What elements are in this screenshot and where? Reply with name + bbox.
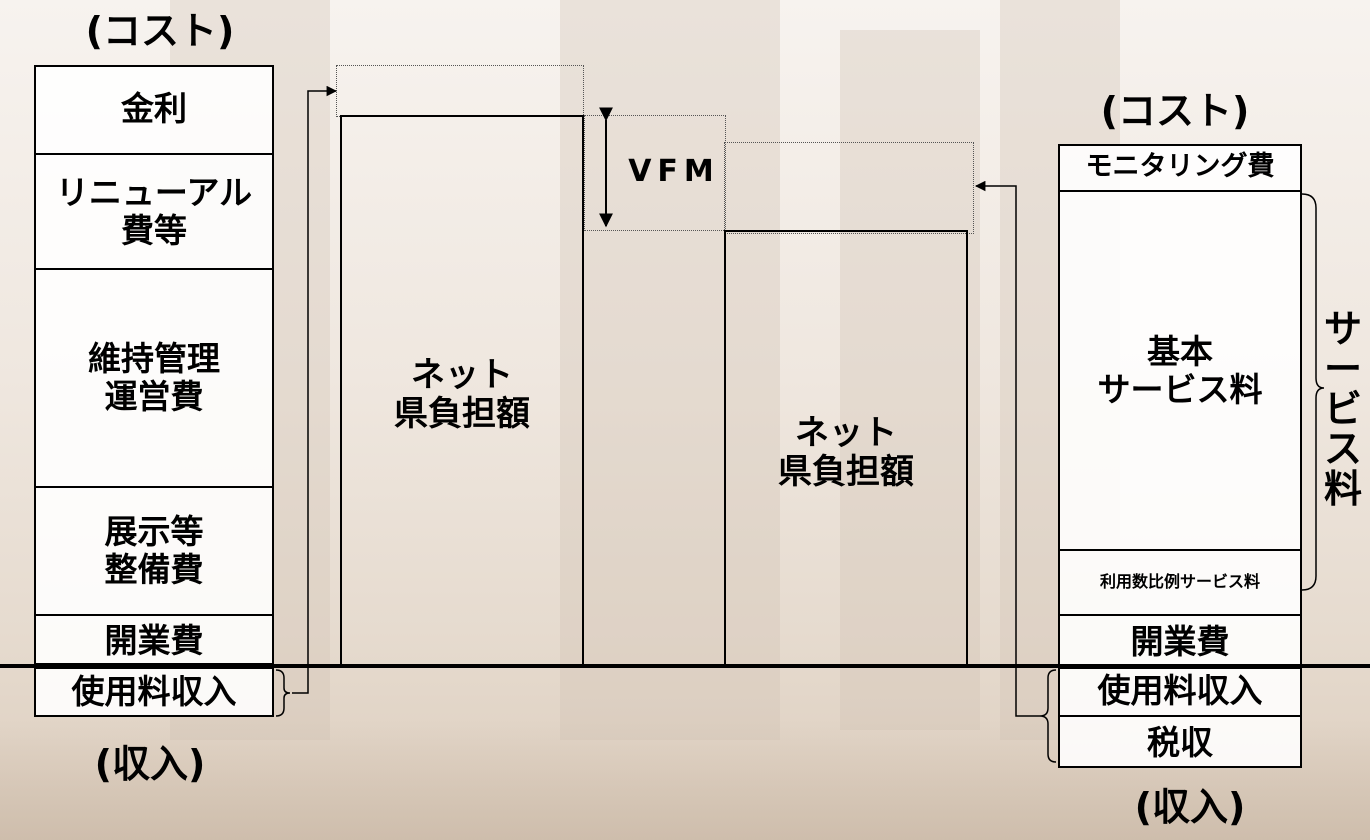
right-cost-stack <box>1058 144 1302 667</box>
service-fee-bracket <box>1301 193 1325 591</box>
left-usage-fee-arrow <box>292 85 338 694</box>
right-income-bracket <box>1039 669 1057 763</box>
service-fee-bracket-label: サ ー ビ ス 料 <box>1323 307 1362 511</box>
left-item-interest: 金利 <box>34 65 274 155</box>
right-item-opening: 開業費 <box>1130 621 1230 661</box>
right-cost-heading: (コスト) <box>1100 89 1250 134</box>
right-item-usage-fee: 使用料収入 <box>1058 667 1302 717</box>
left-cost-heading: (コスト) <box>85 9 235 54</box>
baseline <box>0 664 1370 668</box>
right-item-basic-service-fee: 基本 サービス料 <box>1058 192 1302 551</box>
left-item-maintenance: 維持管理 運営費 <box>34 270 274 488</box>
left-item-renewal: リニューアル 費等 <box>34 155 274 270</box>
left-usage-fee-bracket <box>275 669 291 717</box>
left-item-opening: 開業費 <box>104 620 204 660</box>
vfm-gap-box <box>584 115 726 231</box>
vfm-label: VFM <box>628 153 720 189</box>
left-income-box <box>34 667 274 717</box>
net-burden-label-2: ネット 県負担額 <box>778 412 914 492</box>
right-income-stack <box>1058 667 1302 768</box>
right-item-usage-proportional-fee: 利用数比例サービス料 <box>1058 551 1302 616</box>
net-burden-label-1: ネット 県負担額 <box>394 354 530 434</box>
left-income-heading: (収入) <box>94 742 206 787</box>
right-income-arrow <box>974 180 1040 717</box>
left-item-exhibition: 展示等 整備費 <box>34 488 274 616</box>
left-item-usage-fee: 使用料収入 <box>71 672 237 712</box>
right-income-heading: (収入) <box>1134 785 1246 830</box>
right-item-monitoring: モニタリング費 <box>1058 144 1302 192</box>
monitoring-projection-box <box>724 142 974 234</box>
right-item-tax-revenue: 税収 <box>1147 722 1213 762</box>
